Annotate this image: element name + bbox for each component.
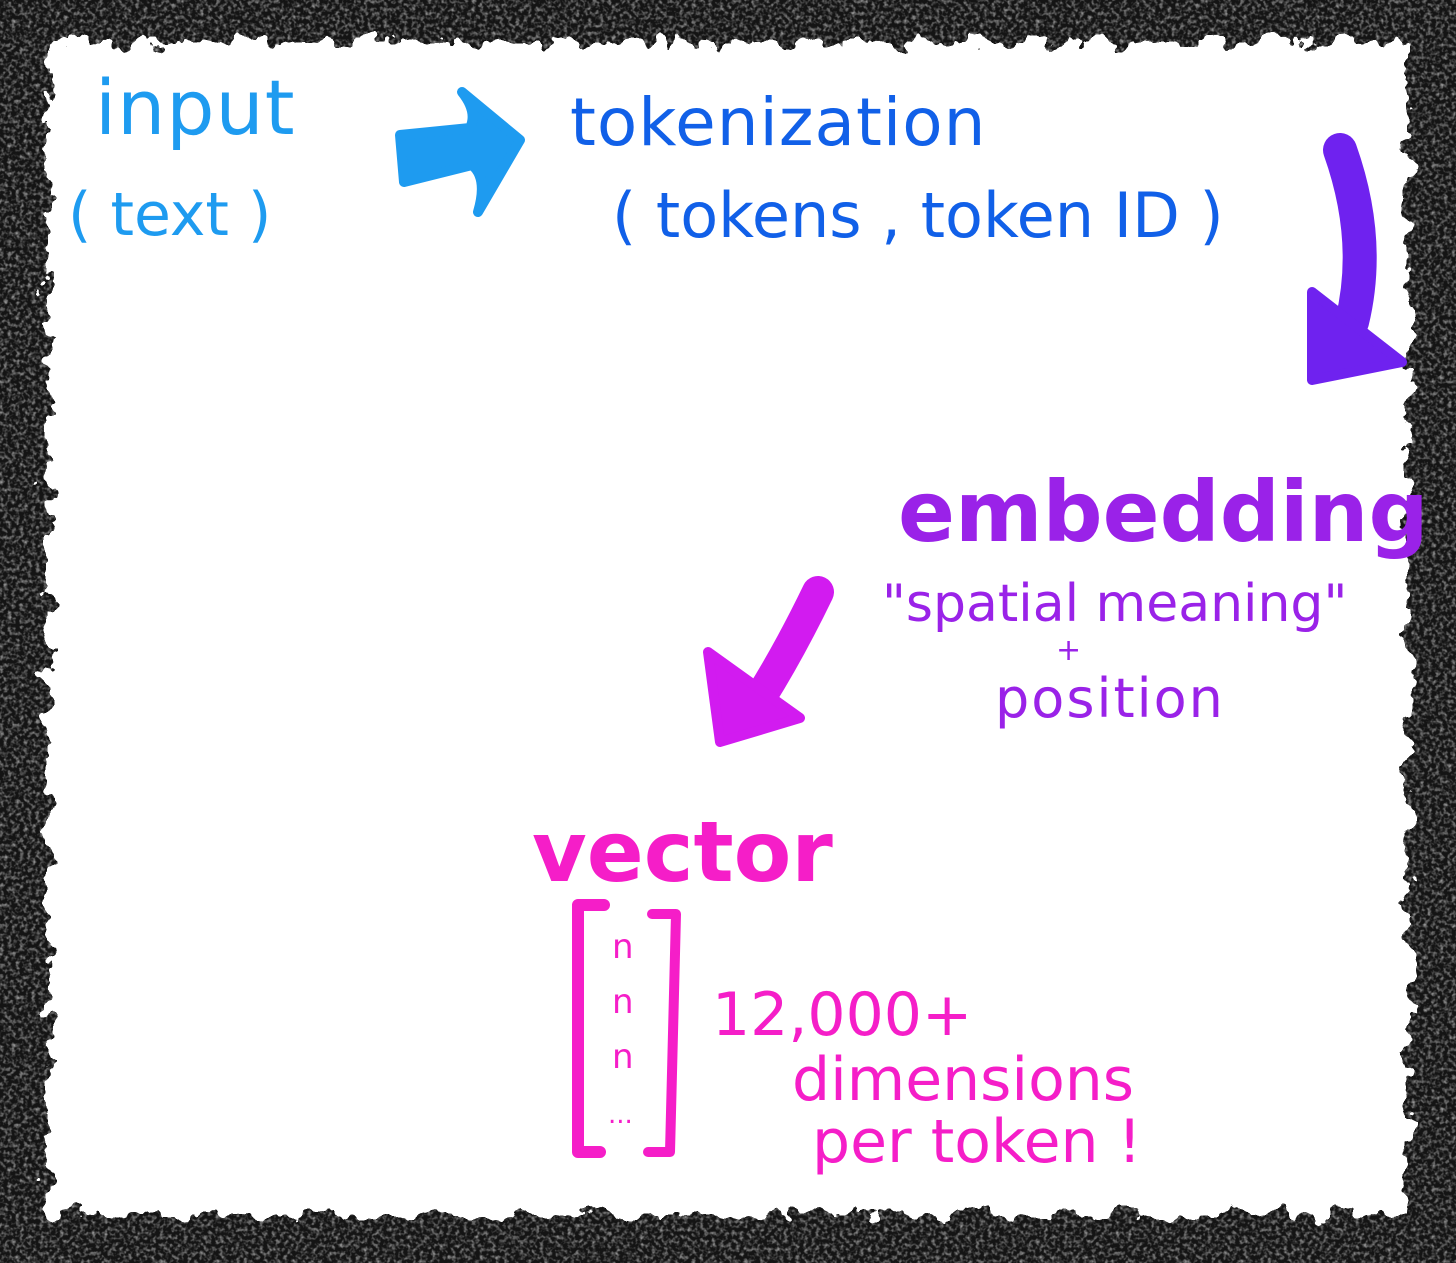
vector-entry: ...	[608, 1100, 633, 1130]
arrow-embedding-to-vector	[703, 576, 834, 747]
vector-entry: n	[612, 1037, 634, 1077]
embedding-title: embedding	[898, 463, 1429, 561]
vector-entry: n	[612, 927, 634, 967]
vector-entry: n	[612, 982, 634, 1022]
arrow-tokenization-to-embedding	[1307, 133, 1407, 385]
vector-dimensions-label: dimensions	[792, 1045, 1135, 1115]
vector-bracket	[572, 899, 681, 1158]
vector-title: vector	[532, 803, 833, 901]
tokenization-title: tokenization	[570, 84, 987, 161]
input-title: input	[95, 63, 296, 152]
input-subtitle: ( text )	[68, 180, 272, 250]
vector-dimensions-count: 12,000+	[712, 980, 973, 1050]
embedding-plus: +	[1056, 633, 1082, 668]
tokenization-subtitle: ( tokens , token ID )	[612, 179, 1224, 252]
vector-per-token-label: per token !	[812, 1107, 1142, 1177]
embedding-quote: "spatial meaning"	[882, 574, 1348, 634]
embedding-position: position	[995, 667, 1225, 730]
arrow-input-to-tokenization	[395, 87, 525, 217]
